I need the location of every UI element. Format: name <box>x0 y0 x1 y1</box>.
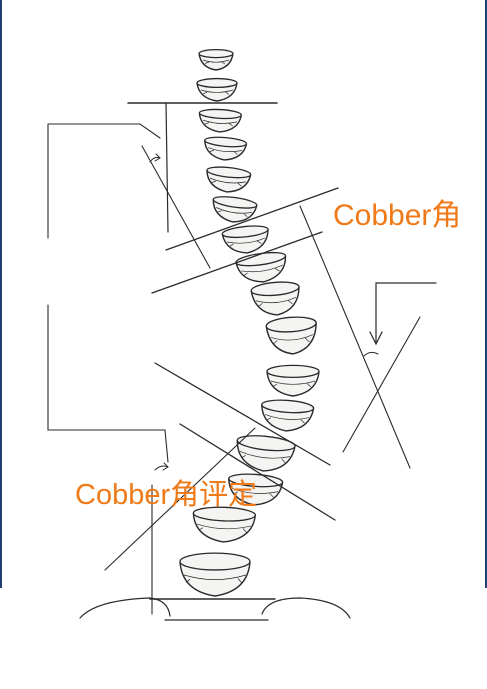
upper-endplate-line-2 <box>151 231 323 294</box>
vertebra-shading <box>270 334 314 345</box>
right-arrow-bracket <box>375 282 437 343</box>
vertebra-shading <box>255 296 297 307</box>
vertebra-top-plate <box>228 473 284 488</box>
vertebra-shading <box>183 574 247 584</box>
left-pelvis-arch <box>79 597 171 619</box>
upper-angle-arrow-icon <box>154 153 161 162</box>
vertebra-shading <box>207 147 243 155</box>
lower-endplate-line-2 <box>179 423 336 521</box>
vertebral-column <box>179 48 320 597</box>
cobb-angle-label: Cobber角 <box>333 199 462 232</box>
vertebra <box>235 251 287 283</box>
vertebra-top-plate <box>179 552 251 571</box>
vertebra-top-plate <box>236 435 296 452</box>
vertebra <box>266 364 320 397</box>
vertebra <box>236 435 296 472</box>
upper-perpendicular-left <box>141 145 211 269</box>
vertebra-body <box>196 82 238 102</box>
vertebra-top-plate <box>265 316 317 333</box>
vertebra <box>265 316 317 355</box>
upper-bracket <box>47 123 161 139</box>
vertebra-top-plate <box>206 166 252 179</box>
vertebra-top-plate <box>221 225 269 239</box>
vertebra <box>203 136 248 161</box>
vertebra-top-plate <box>192 506 257 522</box>
vertebra-shading <box>202 59 230 65</box>
vertebra-top-plate <box>204 136 248 148</box>
left-border-line <box>0 0 2 588</box>
vertebra <box>192 506 257 543</box>
lower-angle-arrow-icon <box>162 462 169 471</box>
lower-endplate-line-1 <box>154 362 331 466</box>
right-angle-arc-icon <box>363 351 379 357</box>
cobb-angle-construction <box>47 102 437 621</box>
vertebra <box>261 399 315 432</box>
vertebra-top-plate <box>198 108 242 120</box>
vertebra-top-plate <box>266 364 320 379</box>
vertebra <box>250 281 300 316</box>
vertebra-top-plate <box>212 196 258 209</box>
upper-angle-arc-icon <box>149 157 161 163</box>
lower-angle-arc-icon <box>154 465 169 471</box>
vertebra-shading <box>200 89 234 95</box>
vertebra-shading <box>216 207 252 217</box>
vertebra-shading <box>227 237 266 247</box>
upper-vertical-line <box>165 102 169 233</box>
vertebra-shading <box>264 414 310 424</box>
cobb-angle-assessment-label: Cobber角评定 <box>75 479 258 511</box>
vertebra <box>198 108 243 133</box>
vertebra-body <box>266 371 320 397</box>
right-arrow-head-icon <box>369 331 383 346</box>
vertebra-top-plate <box>261 399 315 414</box>
vertebra-shading <box>270 380 316 388</box>
vertebra <box>196 77 238 102</box>
lower-bracket <box>47 429 169 463</box>
vertebra-shading <box>209 177 246 187</box>
right-border-line <box>485 0 487 588</box>
vertebra <box>212 196 258 223</box>
vertebra-shading <box>196 523 252 533</box>
vertebra-top-plate <box>250 281 300 297</box>
vertebra <box>228 473 284 506</box>
vertebra-shading <box>202 119 238 127</box>
upper-perpendicular-right <box>299 205 411 469</box>
vertebra-body <box>179 561 251 597</box>
lower-perpendicular-left <box>104 427 256 571</box>
vertebra-shading <box>231 488 279 498</box>
right-pelvis-arch <box>261 597 351 619</box>
lower-perpendicular-right <box>342 316 421 453</box>
vertebra-shading <box>240 451 290 464</box>
vertebra-shading <box>241 264 283 276</box>
vertebra <box>198 48 234 71</box>
vertebra-top-plate <box>196 77 238 89</box>
vertebra-top-plate <box>198 48 234 59</box>
vertebra <box>179 552 251 597</box>
vertebra <box>206 166 252 193</box>
vertebra <box>221 225 269 254</box>
